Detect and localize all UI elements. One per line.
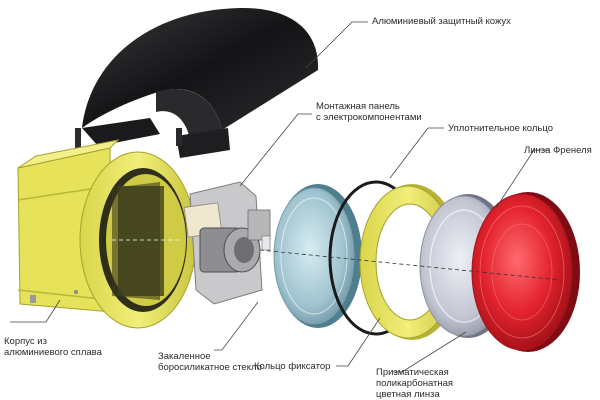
label-housing-line: алюминиевого сплава [4,347,102,358]
screw-icon [74,290,78,294]
label-prism: Призматическая поликарбонатная цветная л… [376,367,453,400]
label-panel-line: с электрокомпонентами [316,112,422,123]
label-panel-line: Монтажная панель [316,101,400,112]
label-ring: Кольцо фиксатор [254,361,331,372]
label-glass: Закаленное боросиликатное стекло [158,351,262,373]
label-seal: Уплотнительное кольцо [448,123,553,134]
housing-body [17,139,197,329]
aluminium-shield [75,7,319,158]
label-glass-line: Закаленное [158,351,211,362]
label-prism-line: цветная линза [376,389,440,400]
label-prism-line: поликарбонатная [376,378,454,389]
label-shield: Алюминиевый защитный кожух [372,16,511,27]
label-panel: Монтажная панель с электрокомпонентами [316,101,422,123]
prismatic-red-lens [471,192,580,352]
mounting-panel [183,181,271,305]
label-fresnel: Линза Френеля [524,145,592,156]
leader-lines [10,21,550,373]
label-housing: Корпус из алюминиевого сплава [4,336,102,358]
label-prism-line: Призматическая [376,367,449,378]
label-glass-line: боросиликатное стекло [158,362,262,373]
optical-axis [259,249,561,281]
label-housing-line: Корпус из [4,336,47,347]
